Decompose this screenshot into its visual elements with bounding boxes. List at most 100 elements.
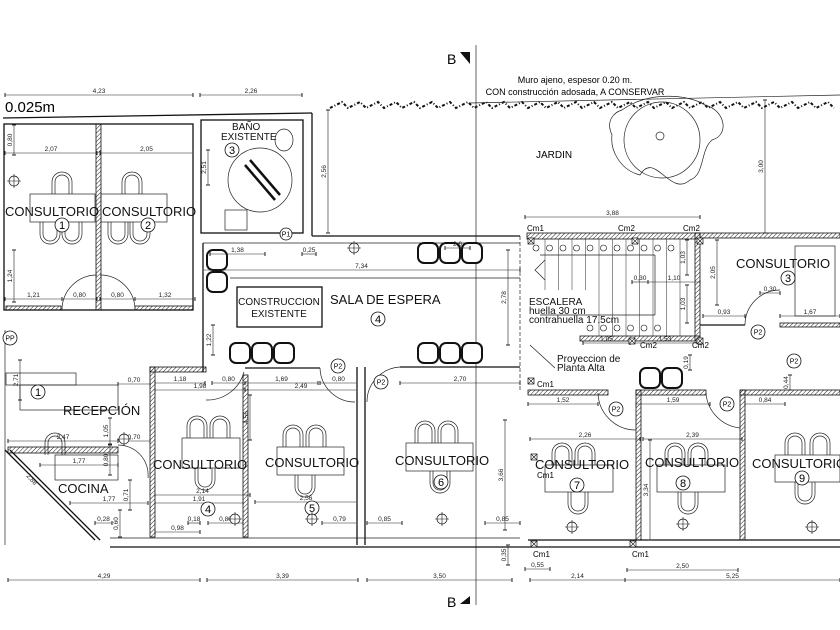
dimension: 0,93	[702, 309, 746, 318]
waiting-chair-icon	[417, 242, 439, 264]
dimension: 2,26	[529, 432, 641, 441]
room-number-tag-circle	[370, 311, 386, 327]
dimension: 2,14	[529, 573, 626, 582]
dimension-value: 2,70	[454, 376, 467, 383]
consultorio-3-block	[699, 232, 840, 328]
waiting-chair-icon	[251, 342, 273, 364]
dimension-value: 2,71	[13, 373, 20, 386]
dimension-value: 2,26	[245, 88, 258, 95]
room-label-sala-espera: SALA DE ESPERA	[330, 292, 441, 307]
dimension: 4,23	[4, 88, 194, 97]
outlet-cross	[805, 520, 819, 534]
outlet-icon	[565, 520, 579, 534]
chair-outline	[812, 435, 828, 455]
room-label-consultorio-2: CONSULTORIO	[102, 204, 196, 219]
stair-step-marker	[586, 244, 594, 252]
outlet-icon	[805, 520, 819, 534]
chair-icon	[129, 222, 151, 245]
dimension-value: 2,14	[196, 488, 209, 495]
chair-outline	[47, 435, 63, 455]
column-tag: Cm2	[692, 337, 709, 350]
bano-existente	[200, 119, 304, 234]
section-label-top: B	[447, 51, 456, 67]
chair-outline	[197, 468, 213, 488]
dimension: 3,00	[758, 99, 767, 234]
chair-outline	[570, 492, 586, 512]
room-label-consultorio-6: CONSULTORIO	[395, 453, 489, 468]
outlet-cross	[347, 241, 361, 255]
outlet-icon	[228, 512, 242, 526]
door-tag-p2-circle	[786, 353, 802, 369]
dimension-value: 3,00	[758, 160, 765, 173]
chair-icon	[282, 424, 304, 447]
dimension-value: 0,30	[764, 286, 777, 293]
chair-outline	[797, 482, 813, 502]
dimension-value: 2,50	[676, 563, 689, 570]
column-cross	[527, 237, 535, 245]
desk	[276, 446, 345, 476]
wall-note-line-2: CON construcción adosada, A CONSERVAR	[486, 87, 665, 97]
room-number-tag-text: 6	[438, 477, 444, 489]
room-number-tag-circle	[433, 474, 449, 490]
dimension-value: 1,98	[194, 383, 207, 390]
outlet-icon	[347, 241, 361, 255]
construccion-label-1: CONSTRUCCION	[238, 297, 320, 308]
room-number-tag: 7	[569, 477, 585, 493]
dimension-value: 1,24	[7, 269, 14, 282]
dimension: 0,30	[631, 275, 649, 284]
dimension: 3,39	[206, 573, 359, 582]
dimension: 5,25	[624, 573, 840, 582]
waiting-chair-icon	[461, 242, 483, 264]
garden-label: JARDIN	[536, 150, 572, 161]
door-tag-p2-text: P2	[334, 364, 343, 371]
dimension-value: 2,14	[571, 573, 584, 580]
stair-step-marker	[613, 244, 621, 252]
waiting-chair-icon	[206, 271, 228, 293]
outlet-cross	[228, 512, 242, 526]
room-number-tag-circle	[780, 270, 796, 286]
dimension-value: 0,80	[222, 376, 235, 383]
dimension: 0,84	[744, 397, 786, 406]
dimension-value: 0,25	[303, 247, 316, 254]
stair-step-marker	[654, 324, 661, 332]
column-tag: Cm1	[530, 453, 554, 480]
door-tag-p2-circle	[330, 358, 346, 374]
sala-de-espera	[202, 235, 521, 390]
room-number-tag-text: 1	[35, 387, 41, 399]
stair-step-marker	[600, 324, 607, 332]
dimension: 0,55	[524, 562, 551, 571]
dimension: 0,19	[683, 354, 692, 371]
stair-tread-label: huella 30 cm	[529, 306, 586, 317]
dimension-value: 3,34	[643, 483, 650, 496]
dimension-value: 2,78	[501, 291, 508, 304]
room-number-tag: 6	[433, 474, 449, 490]
room-number-tag-circle	[224, 142, 240, 158]
door-tag-p1: P1	[279, 227, 293, 241]
waiting-chair-icon	[639, 367, 661, 389]
dimension: 0,25	[301, 247, 317, 256]
door-tag-pp: PP	[2, 330, 18, 346]
room-number-tag: 1	[30, 384, 46, 400]
dimension-value: 1,59	[667, 397, 680, 404]
column-cross	[628, 337, 636, 345]
dimension: 0,98	[154, 525, 201, 534]
dimension-value: 0,80	[219, 516, 232, 523]
room-label-consultorio-5: CONSULTORIO	[265, 455, 359, 470]
dimension: 2,71	[13, 359, 22, 401]
dimension: 2,26	[199, 88, 303, 97]
door-tag-p2-circle	[373, 374, 389, 390]
dimension-value: 2,05	[140, 146, 153, 153]
room-number-tag-text: 7	[574, 480, 580, 492]
dimension: 2,49	[244, 383, 358, 392]
chair-outline	[42, 222, 58, 242]
dimension-value: 0,80	[111, 292, 124, 299]
column-cross	[527, 377, 535, 385]
dimension: 2,50	[626, 563, 739, 572]
chair-icon	[551, 442, 573, 465]
dimension: 2,05	[99, 146, 194, 155]
door-tag-p2-text: P2	[723, 402, 732, 409]
dimension-value: 1,53	[659, 336, 672, 343]
